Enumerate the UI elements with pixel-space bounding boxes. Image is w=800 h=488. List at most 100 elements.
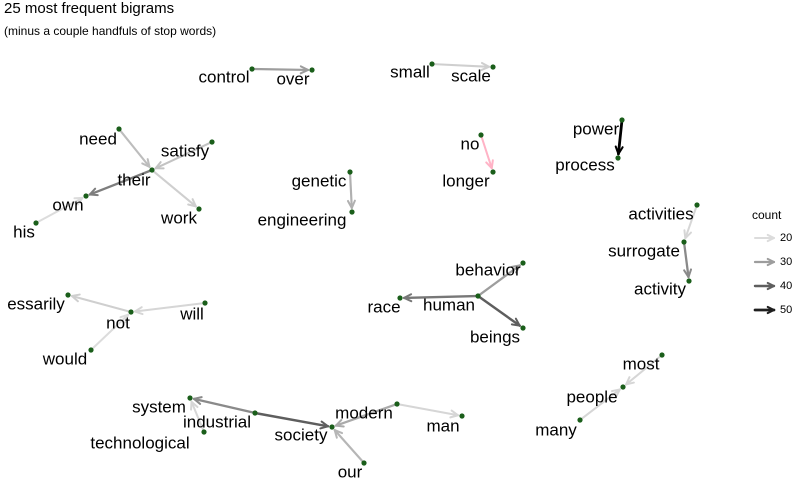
node-label-essarily: essarily xyxy=(7,294,65,313)
edge-line-need-their xyxy=(119,129,151,168)
edge-arrow-power-process xyxy=(614,145,624,156)
node-label-system: system xyxy=(132,397,186,416)
edge-line-modern-man xyxy=(397,403,460,417)
edge-his-own xyxy=(36,196,84,224)
edge-arrow-their-work xyxy=(187,198,197,208)
node-label-many: many xyxy=(535,420,577,439)
legend-arrow-20 xyxy=(754,233,775,243)
node-label-modern: modern xyxy=(335,403,393,422)
node-activity xyxy=(686,278,692,284)
edge-arrow-human-race xyxy=(402,293,413,303)
node-technological xyxy=(201,429,207,435)
node-system xyxy=(187,395,193,401)
edge-arrow-human-beings xyxy=(510,317,521,327)
node-label-control: control xyxy=(198,67,249,86)
node-label-behavior: behavior xyxy=(455,260,521,279)
node-label-our: our xyxy=(338,462,363,481)
node-label-power: power xyxy=(573,119,620,138)
edge-no-longer xyxy=(480,135,494,170)
node-no xyxy=(478,132,484,138)
legend-arrow-50 xyxy=(753,305,776,315)
edge-arrow-many-people xyxy=(610,388,621,398)
edge-control-over xyxy=(252,65,310,75)
node-label-surrogate: surrogate xyxy=(608,241,680,260)
edge-arrow-modern-man xyxy=(449,409,460,419)
edge-their-own xyxy=(88,169,152,197)
node-genetic xyxy=(347,169,353,175)
node-label-work: work xyxy=(160,208,197,227)
node-surrogate xyxy=(681,239,687,245)
edge-arrow-need-their xyxy=(141,158,151,168)
node-label-most: most xyxy=(623,354,660,373)
node-label-no: no xyxy=(461,134,480,153)
node-small xyxy=(429,61,435,67)
edge-human-race xyxy=(402,293,478,303)
node-label-human: human xyxy=(423,295,475,314)
legend-label: 50 xyxy=(780,304,793,316)
node-label-genetic: genetic xyxy=(292,171,347,190)
chart-subtitle: (minus a couple handfuls of stop words) xyxy=(4,24,217,38)
node-man xyxy=(459,413,465,419)
node-over xyxy=(309,67,315,73)
node-his xyxy=(33,220,39,226)
node-human xyxy=(475,293,481,299)
edge-surrogate-activity xyxy=(683,242,693,279)
edge-line-their-work xyxy=(152,170,197,208)
node-process xyxy=(615,155,621,161)
node-label-need: need xyxy=(79,129,117,148)
edge-line-their-own xyxy=(88,169,152,196)
node-work xyxy=(196,206,202,212)
nodes-layer xyxy=(33,61,700,466)
edge-arrow-small-scale xyxy=(480,61,491,71)
edge-small-scale xyxy=(432,61,491,71)
edge-arrow-satisfy-their xyxy=(154,161,165,170)
edges-layer xyxy=(36,61,698,463)
node-scale xyxy=(490,64,496,70)
node-will xyxy=(202,300,208,306)
node-their xyxy=(149,167,155,173)
edge-line-industrial-society xyxy=(255,412,330,428)
node-label-beings: beings xyxy=(470,327,520,346)
node-would xyxy=(88,347,94,353)
edge-line-modern-society xyxy=(334,403,397,427)
edge-line-his-own xyxy=(36,196,84,224)
edge-human-behavior xyxy=(478,264,521,296)
edge-line-surrogate-activity xyxy=(683,242,690,279)
edge-satisfy-their xyxy=(154,141,212,170)
edge-genetic-engineering xyxy=(346,172,356,210)
edge-line-most-people xyxy=(625,355,662,386)
edge-line-human-beings xyxy=(478,295,521,327)
legend-label: 20 xyxy=(780,232,793,244)
chart-title: 25 most frequent bigrams xyxy=(4,0,175,17)
legend-label: 40 xyxy=(780,280,793,292)
edge-modern-man xyxy=(397,403,460,419)
node-label-society: society xyxy=(275,425,328,444)
edge-technological-system xyxy=(190,400,205,432)
node-society xyxy=(329,424,335,430)
edge-arrow-their-own xyxy=(88,187,99,197)
node-label-will: will xyxy=(179,304,204,323)
node-label-their: their xyxy=(117,170,150,189)
edge-line-satisfy-their xyxy=(154,141,212,170)
node-label-own: own xyxy=(52,195,83,214)
node-activities xyxy=(694,202,700,208)
node-label-his: his xyxy=(13,222,35,241)
edge-line-genetic-engineering xyxy=(349,172,353,210)
node-label-not: not xyxy=(106,313,130,332)
node-label-longer: longer xyxy=(442,171,490,190)
edge-line-small-scale xyxy=(432,63,491,68)
node-label-race: race xyxy=(367,297,400,316)
node-label-process: process xyxy=(555,155,615,174)
edge-line-power-process xyxy=(617,120,624,156)
node-need xyxy=(116,126,122,132)
edge-line-will-not xyxy=(133,302,205,313)
edge-many-people xyxy=(580,388,621,420)
node-essarily xyxy=(65,292,71,298)
edge-arrow-not-essarily xyxy=(70,293,81,303)
edge-line-not-essarily xyxy=(70,295,131,313)
edge-arrow-human-behavior xyxy=(510,264,521,274)
